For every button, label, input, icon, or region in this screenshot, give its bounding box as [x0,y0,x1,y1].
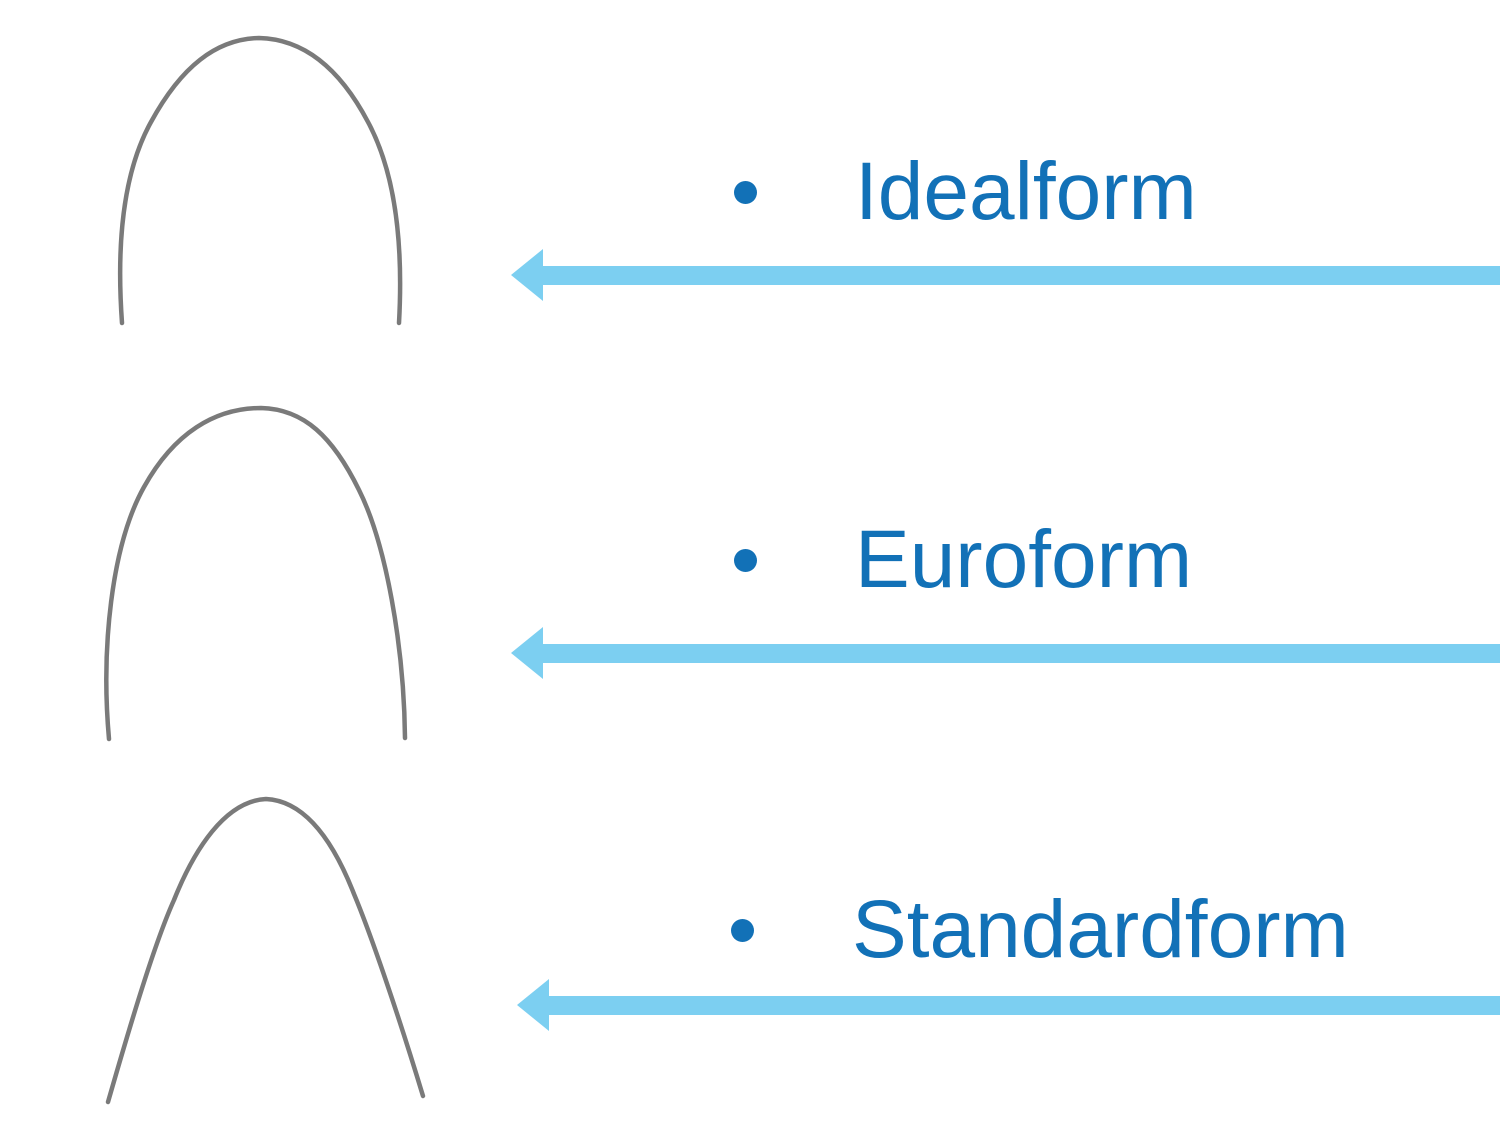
standardform-label: Standardform [852,884,1349,975]
arrow-shaft [543,643,1500,663]
euroform-archwire-icon [104,405,408,742]
bullet-dot-icon [734,180,757,204]
left-arrow-icon [517,979,549,1031]
idealform-archwire-icon [117,35,403,326]
bullet-dot-icon [731,918,754,942]
idealform-left-arrow [511,247,1500,303]
left-arrow-icon [511,249,543,301]
idealform-label: Idealform [855,146,1197,237]
left-arrow-icon [511,627,543,679]
list-item-standardform: Standardform [731,888,1349,972]
arrow-shaft [543,265,1500,285]
list-item-idealform: Idealform [734,150,1197,234]
euroform-left-arrow [511,625,1500,681]
arrow-shaft [549,995,1500,1015]
standardform-left-arrow [517,977,1500,1033]
standardform-archwire-icon [105,796,426,1105]
bullet-dot-icon [734,548,757,572]
list-item-euroform: Euroform [734,518,1192,602]
euroform-label: Euroform [855,514,1193,605]
